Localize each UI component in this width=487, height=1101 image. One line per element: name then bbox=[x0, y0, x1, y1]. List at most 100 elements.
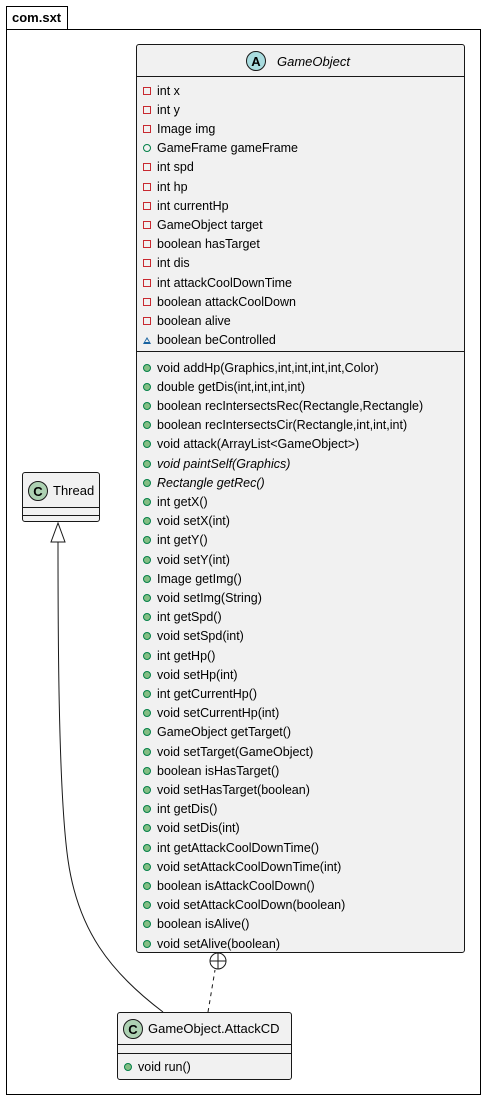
class-name-thread: Thread bbox=[53, 483, 95, 498]
method-signature: void run() bbox=[138, 1059, 191, 1074]
class-name-separator bbox=[23, 507, 99, 508]
private-visibility-icon bbox=[143, 182, 151, 191]
field-signature: int dis bbox=[157, 256, 190, 271]
method-signature: Image getImg() bbox=[157, 571, 242, 586]
method-row: void paintSelf(Graphics) bbox=[143, 454, 290, 473]
field-signature: boolean alive bbox=[157, 313, 231, 328]
class-name-separator bbox=[137, 76, 464, 77]
public-visibility-icon bbox=[143, 401, 151, 410]
method-signature: boolean isAlive() bbox=[157, 917, 250, 932]
method-signature: void setHp(int) bbox=[157, 667, 238, 682]
private-visibility-icon bbox=[143, 316, 151, 325]
method-row: boolean isAttackCoolDown() bbox=[143, 876, 315, 895]
field-row: int spd bbox=[143, 158, 194, 177]
method-row: Image getImg() bbox=[143, 569, 242, 588]
public-visibility-icon bbox=[143, 478, 151, 487]
public-visibility-icon bbox=[143, 144, 151, 153]
public-visibility-icon bbox=[143, 785, 151, 794]
field-signature: int y bbox=[157, 102, 180, 117]
class-name-gameobject: GameObject bbox=[277, 54, 350, 69]
public-visibility-icon bbox=[143, 747, 151, 756]
method-signature: int getY() bbox=[157, 533, 208, 548]
method-row: int getCurrentHp() bbox=[143, 684, 257, 703]
method-row: boolean isHasTarget() bbox=[143, 761, 279, 780]
inheritance-line bbox=[57, 539, 164, 1013]
public-visibility-icon bbox=[143, 613, 151, 622]
field-signature: boolean attackCoolDown bbox=[157, 294, 296, 309]
field-signature: int spd bbox=[157, 160, 194, 175]
method-row: void setAlive(boolean) bbox=[143, 934, 280, 953]
method-row: void run() bbox=[124, 1057, 191, 1076]
public-visibility-icon bbox=[143, 843, 151, 852]
public-visibility-icon bbox=[143, 881, 151, 890]
public-visibility-icon bbox=[143, 939, 151, 948]
public-visibility-icon bbox=[143, 517, 151, 526]
private-visibility-icon bbox=[143, 105, 151, 114]
public-visibility-icon bbox=[143, 920, 151, 929]
public-visibility-icon bbox=[143, 689, 151, 698]
method-signature: void setHasTarget(boolean) bbox=[157, 782, 310, 797]
private-visibility-icon bbox=[143, 124, 151, 133]
method-signature: void setAttackCoolDownTime(int) bbox=[157, 859, 342, 874]
method-row: void addHp(Graphics,int,int,int,int,Colo… bbox=[143, 358, 379, 377]
abstract-class-icon: A bbox=[246, 51, 266, 71]
method-row: GameObject getTarget() bbox=[143, 723, 291, 742]
method-signature: boolean recIntersectsCir(Rectangle,int,i… bbox=[157, 418, 408, 433]
field-row: int attackCoolDownTime bbox=[143, 273, 292, 292]
method-row: void setHasTarget(boolean) bbox=[143, 780, 310, 799]
method-signature: double getDis(int,int,int,int) bbox=[157, 379, 305, 394]
field-signature: GameFrame gameFrame bbox=[157, 141, 299, 156]
field-method-separator bbox=[118, 1053, 291, 1054]
method-signature: void setSpd(int) bbox=[157, 629, 244, 644]
field-signature: int x bbox=[157, 83, 180, 98]
public-visibility-icon bbox=[143, 382, 151, 391]
private-visibility-icon bbox=[143, 86, 151, 95]
method-row: boolean recIntersectsRec(Rectangle,Recta… bbox=[143, 396, 423, 415]
method-signature: boolean isAttackCoolDown() bbox=[157, 878, 315, 893]
field-method-separator bbox=[137, 351, 464, 352]
class-icon: C bbox=[28, 481, 48, 501]
private-visibility-icon bbox=[143, 220, 151, 229]
field-row: boolean hasTarget bbox=[143, 235, 260, 254]
method-row: int getY() bbox=[143, 531, 208, 550]
method-row: void attack(ArrayList<GameObject>) bbox=[143, 435, 359, 454]
method-row: void setAttackCoolDown(boolean) bbox=[143, 896, 345, 915]
method-row: void setAttackCoolDownTime(int) bbox=[143, 857, 341, 876]
method-signature: boolean isHasTarget() bbox=[157, 763, 280, 778]
public-visibility-icon bbox=[143, 670, 151, 679]
method-signature: void setDis(int) bbox=[157, 821, 240, 836]
method-row: double getDis(int,int,int,int) bbox=[143, 377, 305, 396]
public-visibility-icon bbox=[143, 632, 151, 641]
public-visibility-icon bbox=[143, 766, 151, 775]
field-signature: Image img bbox=[157, 121, 216, 136]
method-signature: int getSpd() bbox=[157, 610, 222, 625]
method-signature: void setX(int) bbox=[157, 514, 230, 529]
class-thread[interactable]: C Thread bbox=[22, 472, 100, 522]
method-row: int getDis() bbox=[143, 800, 217, 819]
public-visibility-icon bbox=[143, 805, 151, 814]
private-visibility-icon bbox=[143, 201, 151, 210]
private-visibility-icon bbox=[143, 163, 151, 172]
field-row: int y bbox=[143, 100, 180, 119]
public-visibility-icon bbox=[143, 862, 151, 871]
method-row: int getAttackCoolDownTime() bbox=[143, 838, 319, 857]
public-visibility-icon bbox=[143, 651, 151, 660]
nesting-line bbox=[207, 969, 216, 1013]
field-row: int currentHp bbox=[143, 196, 229, 215]
method-row: void setCurrentHp(int) bbox=[143, 704, 279, 723]
public-visibility-icon bbox=[143, 421, 151, 430]
method-signature: void setAlive(boolean) bbox=[157, 936, 280, 951]
public-visibility-icon bbox=[143, 440, 151, 449]
class-gameobject-attackcd[interactable]: C GameObject.AttackCD void run() bbox=[117, 1012, 292, 1080]
method-signature: Rectangle getRec() bbox=[157, 475, 265, 490]
package-tab bbox=[6, 6, 68, 30]
method-signature: void addHp(Graphics,int,int,int,int,Colo… bbox=[157, 360, 379, 375]
method-row: void setImg(String) bbox=[143, 588, 262, 607]
package-visibility-icon bbox=[143, 336, 151, 344]
private-visibility-icon bbox=[143, 240, 151, 249]
public-visibility-icon bbox=[143, 593, 151, 602]
method-signature: int getCurrentHp() bbox=[157, 686, 258, 701]
field-row: boolean attackCoolDown bbox=[143, 292, 296, 311]
